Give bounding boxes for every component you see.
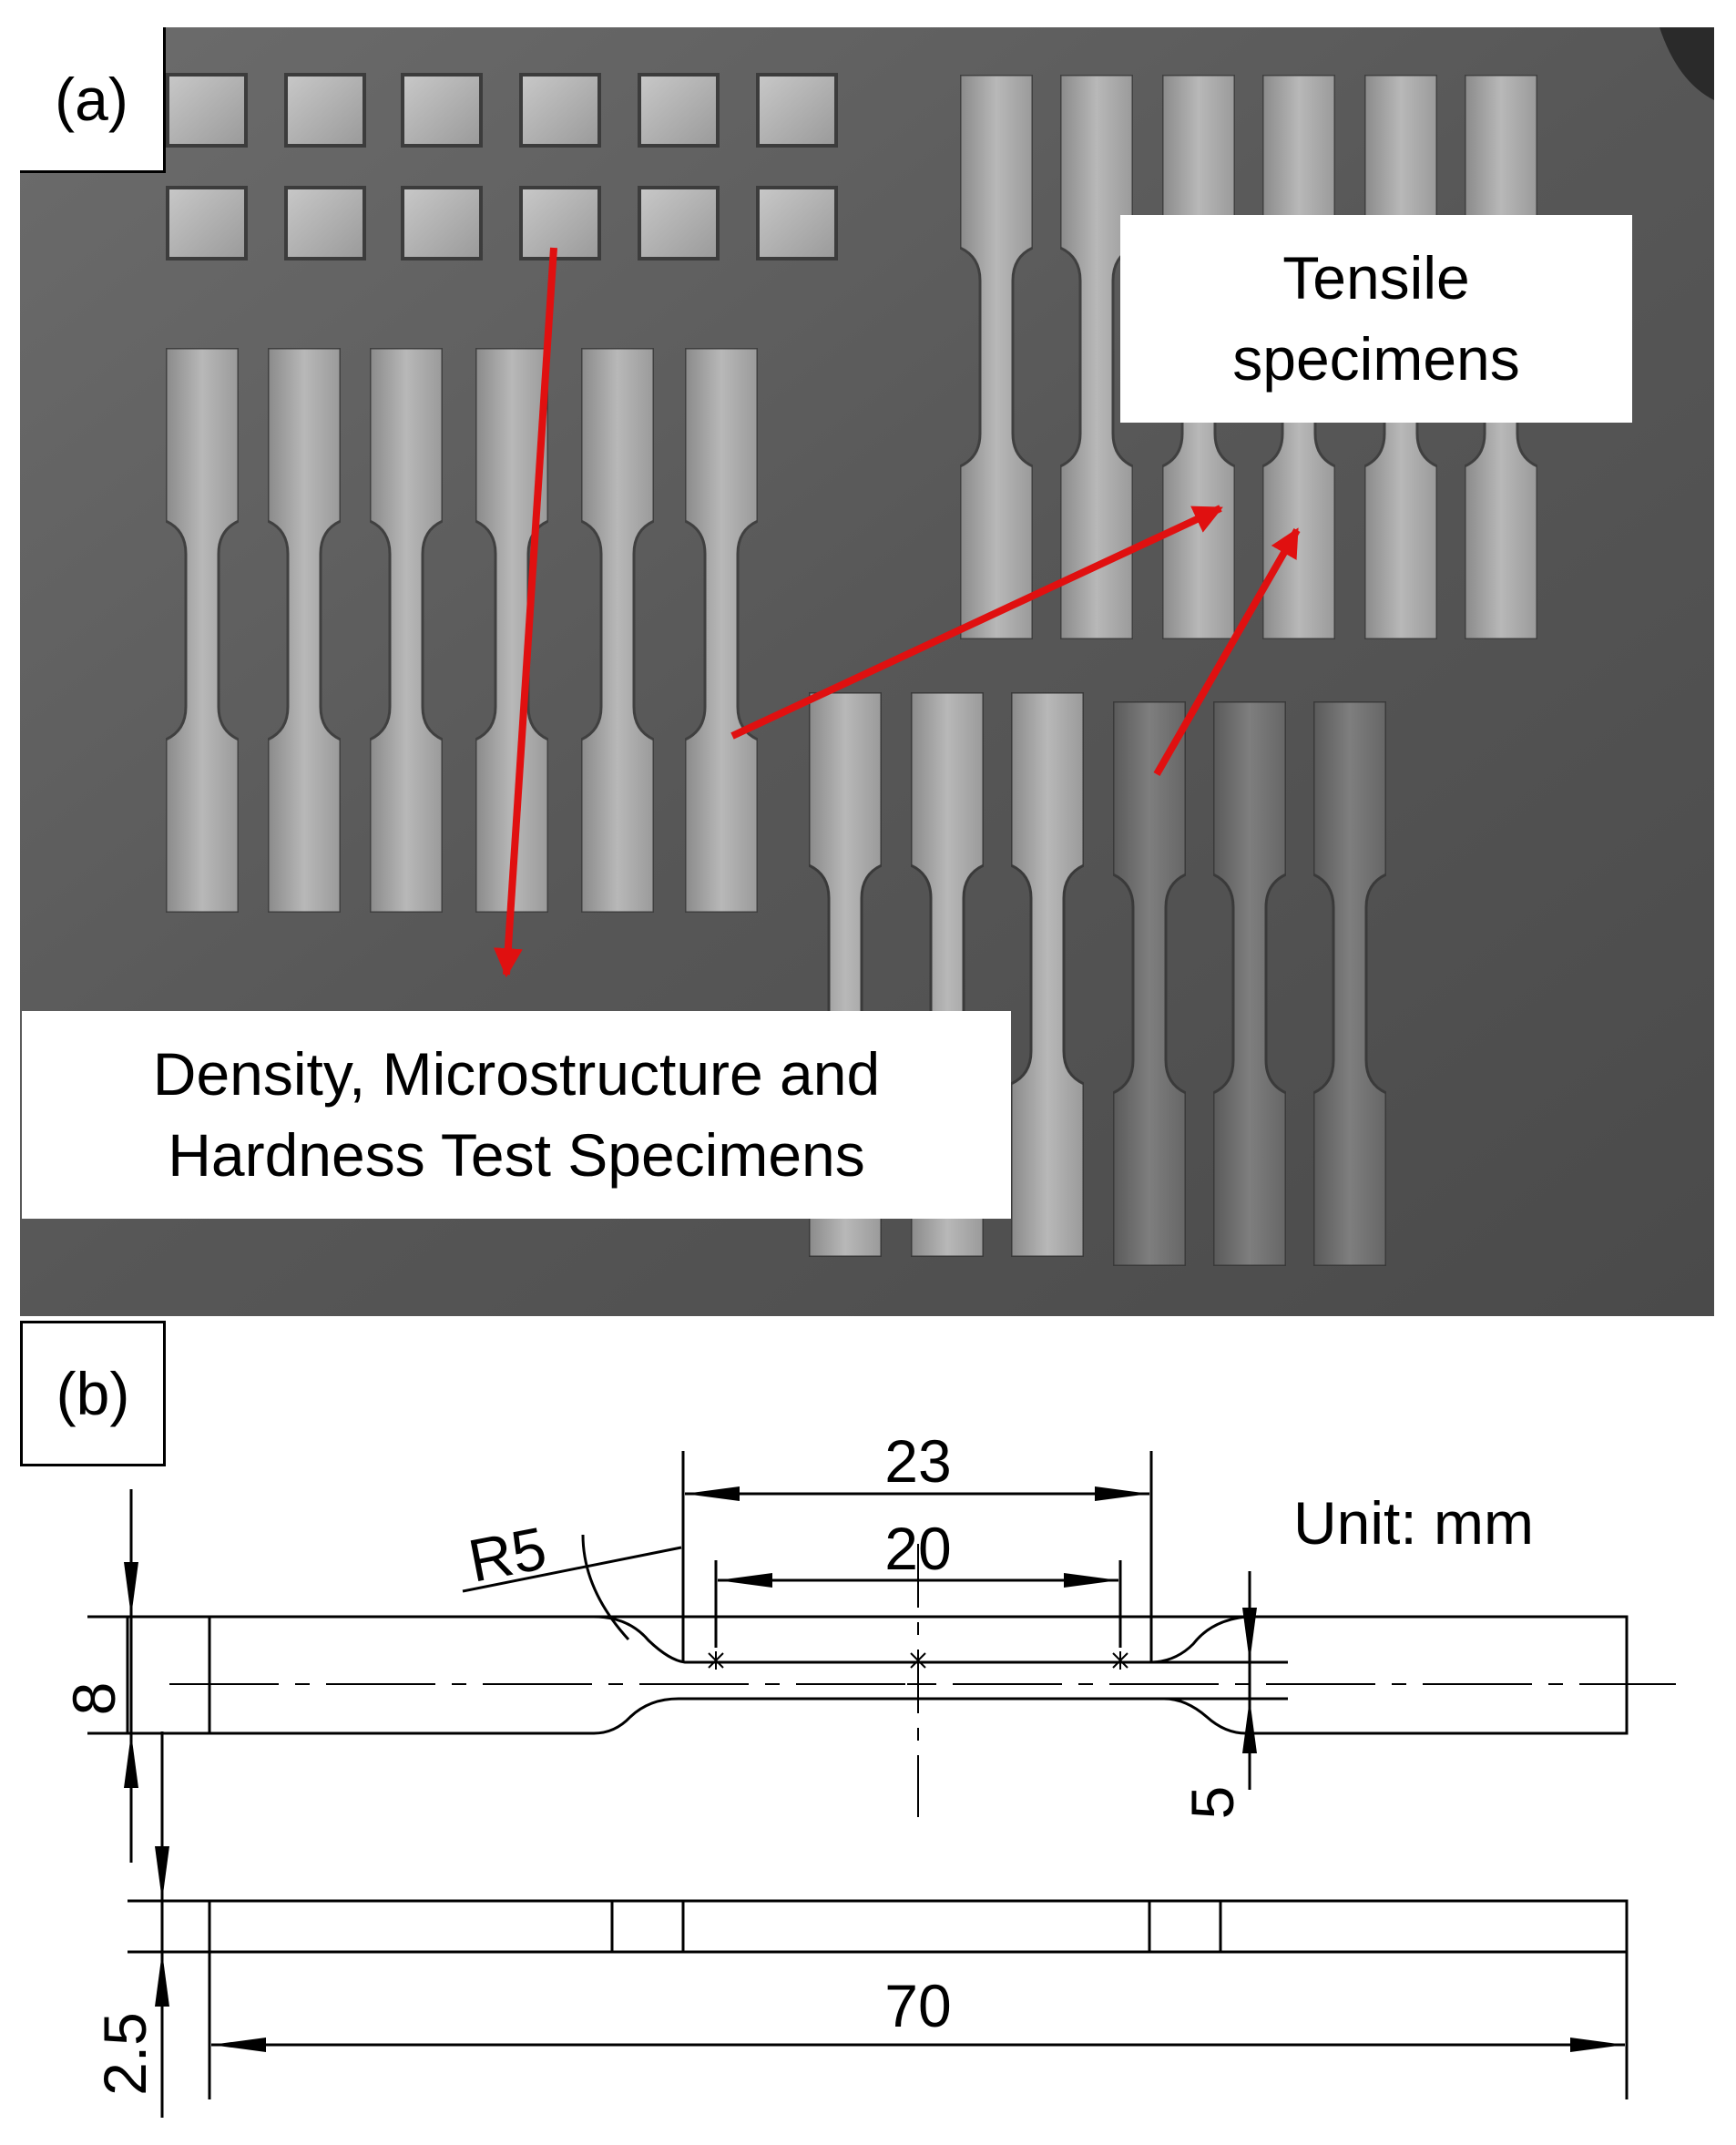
panel-b-label: (b): [20, 1321, 166, 1466]
r5-label: R5: [464, 1514, 552, 1595]
plate-corner: [1659, 27, 1714, 100]
specimen-drawing: 23 20 R5 Unit: mm 70 8 5 2.5: [60, 1427, 1676, 2118]
annotation-arrows: [493, 247, 1301, 978]
dim-20-label: 20: [884, 1515, 951, 1582]
tensile-specimens-callout: Tensile specimens: [1120, 215, 1632, 423]
r5-leader: [462, 1546, 682, 1593]
dim-8-label: 8: [60, 1682, 128, 1716]
panel-a-label: (a): [20, 27, 166, 173]
density-specimens-callout: Density, Microstructure and Hardness Tes…: [22, 1011, 1011, 1219]
tensile-callout-line-2: specimens: [1232, 325, 1520, 393]
dim-2-5-label: 2.5: [91, 2012, 158, 2096]
arrow-to-tensile-1: [730, 505, 1223, 740]
gauge-marks: [708, 1651, 1128, 1695]
dim-5-label: 5: [1179, 1786, 1246, 1820]
unit-label: Unit: mm: [1293, 1489, 1534, 1557]
density-callout-line-1: Density, Microstructure and: [152, 1039, 881, 1108]
cube-specimens: [166, 73, 838, 260]
specimen-outline: [126, 1615, 1629, 1735]
arrow-to-density: [493, 247, 557, 978]
tensile-callout-line-1: Tensile: [1282, 243, 1470, 312]
dim-23-label: 23: [884, 1427, 951, 1495]
dim-70-label: 70: [884, 1972, 951, 2039]
specimen-side-view: [208, 1899, 1629, 1954]
arrow-to-tensile-2: [1153, 527, 1301, 776]
density-callout-line-2: Hardness Test Specimens: [168, 1121, 865, 1189]
specimen-upper-fillet: [593, 1615, 1247, 1664]
